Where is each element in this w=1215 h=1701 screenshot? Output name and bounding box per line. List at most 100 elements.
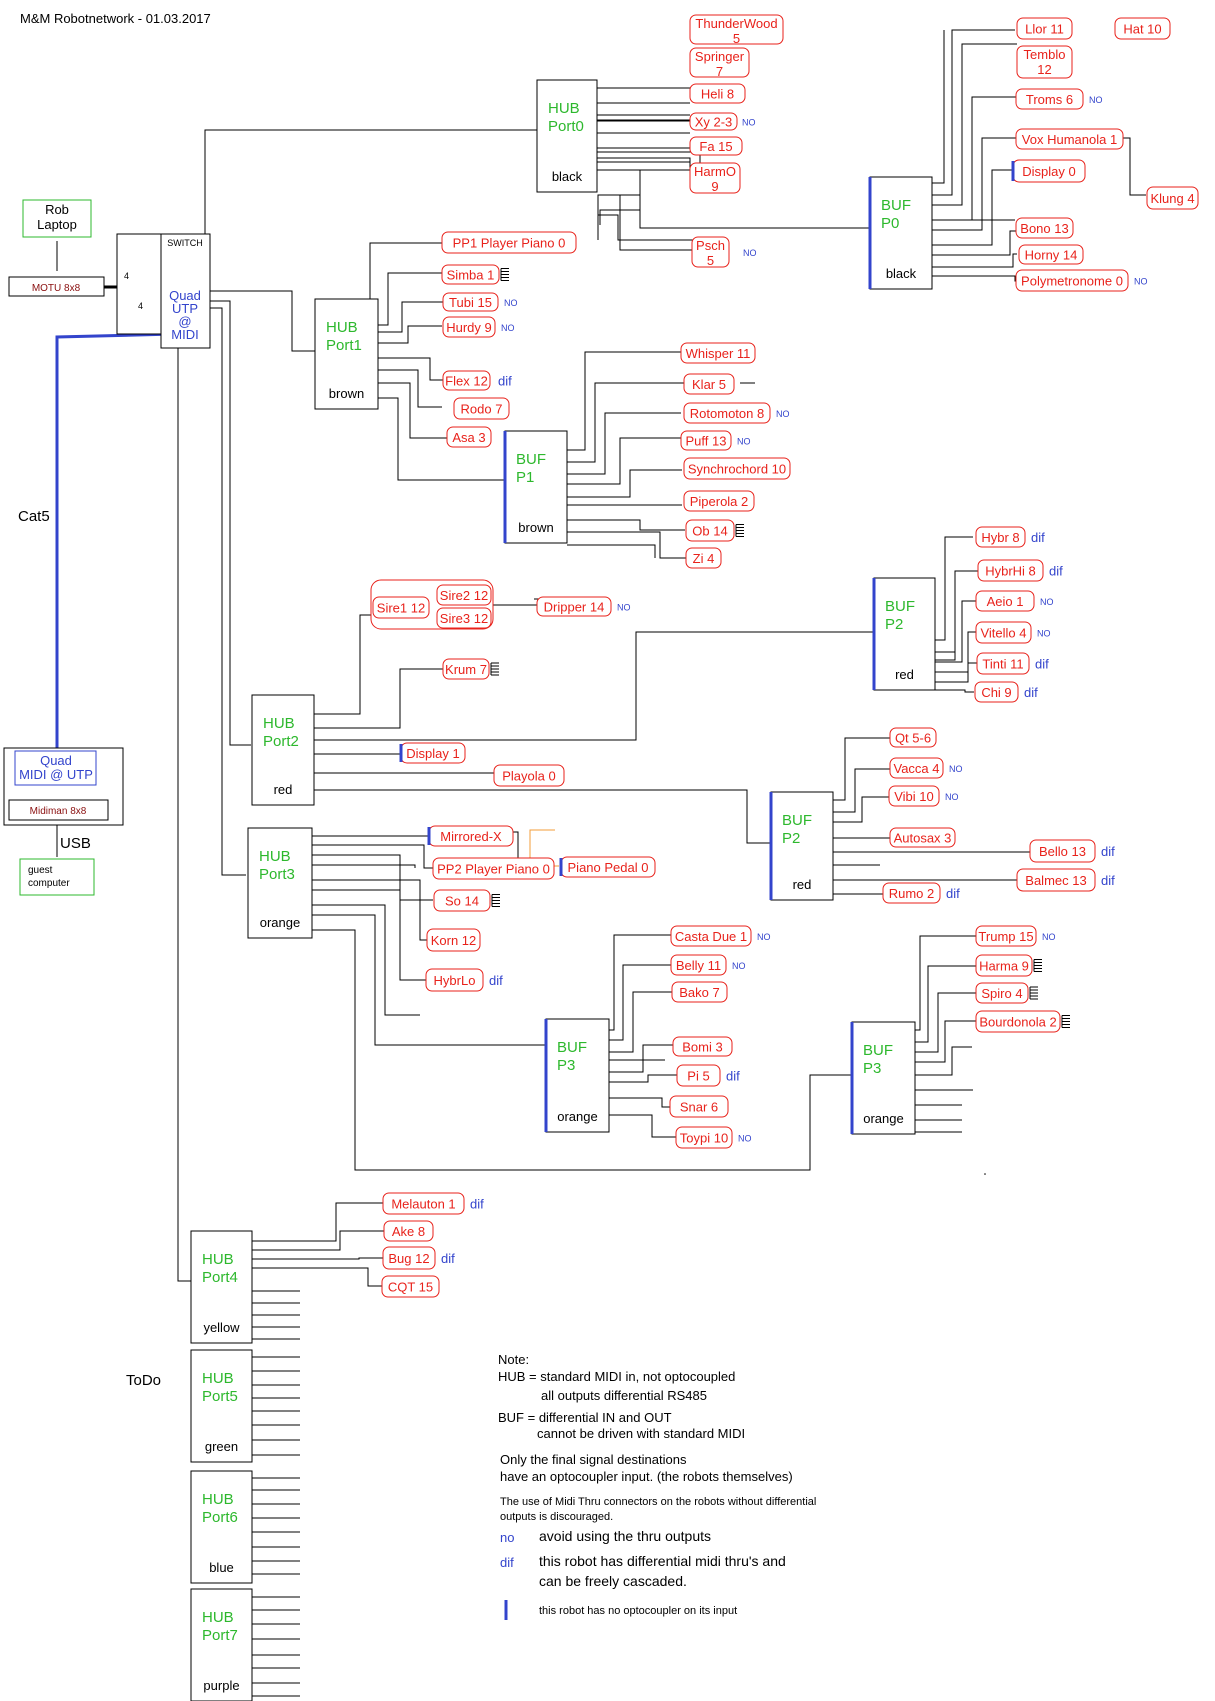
robot-label: Autosax 3 [894,831,952,846]
unit-port: P0 [881,215,899,232]
robot-klar: Klar 5 [683,373,735,395]
unit-type: BUF [881,197,911,214]
no-thru-tag: NO [504,298,518,308]
robot-bako: Bako 7 [671,981,728,1003]
unit-type: HUB [202,1370,234,1387]
unit-cable-color: green [205,1439,238,1454]
robot-label: Casta Due 1 [675,929,747,944]
robot-balmec: Balmec 13 dif [1016,868,1115,892]
note-thru-line2: outputs is discouraged. [500,1511,613,1523]
unit-cable-color: blue [209,1560,234,1575]
robot-label: Bello 13 [1039,844,1086,859]
robot-label: HybrHi 8 [985,564,1036,579]
robot-label: Bono 13 [1020,221,1068,236]
robot-label: PP1 Player Piano 0 [453,236,566,251]
robot-label: Trump 15 [978,929,1033,944]
robot-label: PP2 Player Piano 0 [437,862,550,877]
robot-label: Spiro 4 [981,986,1022,1001]
legend-bar-text: this robot has no optocoupler on its inp… [539,1605,737,1617]
robot-label: ThunderWood [695,16,777,31]
switch-line: UTP [172,301,198,316]
robot-label: Xy 2-3 [695,115,733,130]
unit-port: P2 [782,830,800,847]
rob-laptop-line2: Laptop [37,217,77,232]
unit-type: HUB [202,1609,234,1626]
unit-type: HUB [326,319,358,336]
robot-label: Rumo 2 [889,886,935,901]
switch-line: MIDI [171,327,198,342]
robot-playola: Playola 0 [493,764,565,787]
switch-line: @ [178,314,191,329]
robot-label: Piano Pedal 0 [568,860,649,875]
robot-klung: Klung 4 [1146,186,1199,210]
dif-thru-tag: dif [1101,873,1115,888]
robot-label: Tinti 11 [982,657,1023,672]
unit-type: BUF [863,1042,893,1059]
unit-type: BUF [885,598,915,615]
robot-sire1: Sire1 12 [372,596,430,619]
legend-dif-text2: can be freely cascaded. [539,1573,687,1589]
page-title: M&M Robotnetwork - 01.03.2017 [20,11,211,26]
unit-cable-color: purple [203,1678,239,1693]
unit-type: HUB [548,100,580,117]
robot-troms: Troms 6 NO [1015,88,1103,110]
unit-type: HUB [202,1251,234,1268]
no-thru-tag: NO [737,437,751,447]
robot-label: Display 0 [1022,164,1075,179]
robot-label: Harma 9 [979,959,1029,974]
robot-pp1: PP1 Player Piano 0 [441,231,577,254]
robot-label: Balmec 13 [1025,873,1086,888]
no-thru-tag: NO [1089,95,1103,105]
legend-dif-text1: this robot has differential midi thru's … [539,1553,786,1569]
robot-label-number: 7 [716,64,723,79]
robot-rumo: Rumo 2 dif [882,882,960,904]
robot-ob: Ob 14 [685,519,744,542]
switch-title: SWITCH [167,238,203,248]
unit-port: Port6 [202,1509,238,1526]
robot-label: Ob 14 [692,524,727,539]
note-hub-line1: HUB = standard MIDI in, not optocoupled [498,1369,735,1384]
robot-voxhumanola: Vox Humanola 1 [1015,128,1124,150]
note-title: Note: [498,1352,529,1367]
dif-thru-tag: dif [489,973,503,988]
robot-pp2: PP2 Player Piano 0 [432,857,555,880]
robot-horny: Horny 14 [1018,244,1084,265]
robot-so: So 14 [433,889,500,912]
robot-label: CQT 15 [388,1280,433,1295]
unit-cable-color: orange [260,915,300,930]
robot-hat: Hat 10 [1114,17,1171,40]
robot-label: Horny 14 [1025,248,1078,263]
boxes: HUBPort0blackBUFP0blackHUBPort1brownBUFP… [3,14,1199,1701]
dif-thru-tag: dif [946,886,960,901]
note-buf-line1: BUF = differential IN and OUT [498,1410,672,1425]
robot-label: Bug 12 [388,1251,429,1266]
robot-label: Display 1 [406,746,459,761]
note-buf-line2: cannot be driven with standard MIDI [537,1426,745,1441]
robot-label: Troms 6 [1026,92,1073,107]
robot-label: HybrLo [434,973,476,988]
robot-label: Temblo [1024,47,1066,62]
robot-label: Flex 12 [445,374,488,389]
robot-label: Chi 9 [981,685,1011,700]
robot-label-number: 5 [733,31,740,46]
dif-thru-tag: dif [1049,564,1063,579]
no-thru-tag: NO [1134,277,1148,287]
robot-zi: Zi 4 [685,547,722,569]
robot-asa: Asa 3 [446,426,492,448]
